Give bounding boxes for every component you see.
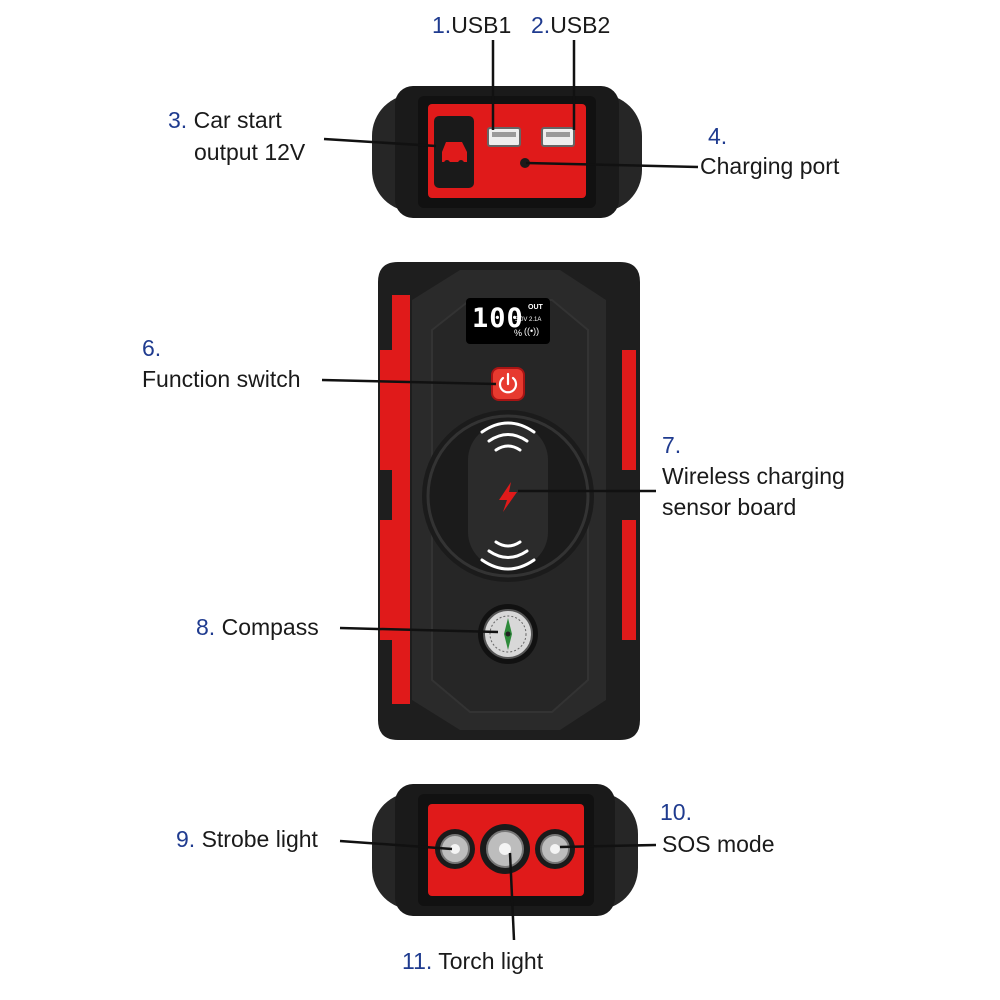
callout-wireless: Wireless charging [662,463,845,489]
leader-car-start [323,137,437,148]
car-icon [442,142,467,166]
callout-text: Compass [221,614,319,640]
lcd-out-label: OUT [528,304,543,311]
callout-text: Torch light [438,948,544,974]
callout-number: 2. [531,12,551,38]
bottom-view [372,784,638,916]
top-view [372,86,642,218]
wireless-waves-top [480,421,536,452]
leader-torch [508,852,516,941]
leader-function-switch [321,378,497,386]
callout-torch-light: 11. Torch light [402,946,543,976]
callout-number: 9. [176,826,196,852]
sos-light [535,829,575,869]
leader-lines [321,40,699,941]
front-view [378,262,640,740]
power-icon [498,372,518,394]
callout-usb1: 1.USB1 [432,10,511,40]
callout-number: 3. [168,107,188,133]
callout-wireless-number: 7. [662,432,682,458]
callout-charging-port-number: 4. [708,123,728,149]
callout-car-start-line2: output 12V [194,139,306,165]
callout-text: USB1 [451,12,512,38]
wireless-signal-icon: ((•)) [524,326,540,336]
callout-function-switch-number: 6. [142,335,162,361]
callout-text: Strobe light [201,826,318,852]
callout-text: Car start [193,107,282,133]
callout-number: 1. [432,12,452,38]
lcd-value: 100 [472,303,524,334]
callout-function-switch: Function switch [142,366,301,392]
leader-strobe [339,839,453,851]
charging-port [520,158,530,168]
callout-charging-port: Charging port [700,153,840,179]
wireless-waves-bottom [480,540,536,571]
lcd-rating: 5.0V 2.1A [515,317,542,323]
callout-number: 11. [402,948,433,974]
lightning-icon [499,482,517,512]
torch-light [480,824,530,874]
callout-strobe-light: 9. Strobe light [176,824,318,854]
callout-number: 8. [196,614,216,640]
leader-charging-port [525,161,699,169]
leader-compass [339,626,499,634]
callout-car-start: 3. Car start [168,105,282,135]
callout-text: USB2 [550,12,611,38]
callout-sos: SOS mode [662,831,775,857]
callout-wireless-line2: sensor board [662,494,797,520]
callout-sos-number: 10. [660,799,692,825]
callout-compass: 8. Compass [196,612,319,642]
callout-usb2: 2.USB2 [531,10,610,40]
lcd-percent: % [514,328,523,338]
leader-sos [559,843,657,849]
lcd-display [466,298,550,344]
